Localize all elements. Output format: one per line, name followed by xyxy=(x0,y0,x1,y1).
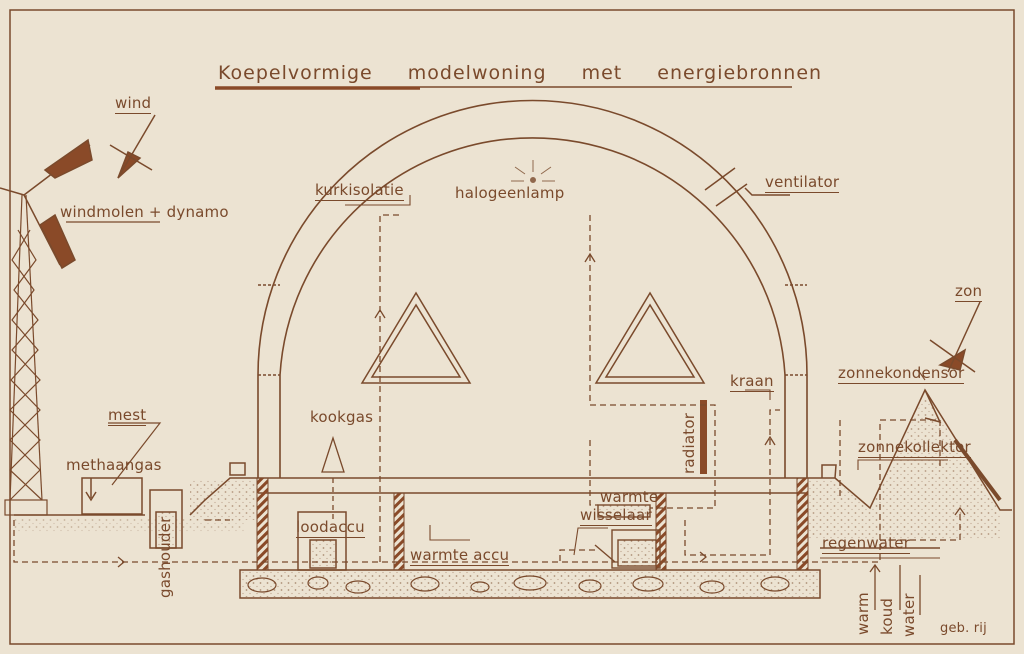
water-pipes xyxy=(869,563,921,615)
label-warmteaccu: warmte accu xyxy=(410,546,510,566)
pipe-network xyxy=(13,214,961,563)
radiator-unit xyxy=(700,400,707,474)
mest-pointer xyxy=(108,422,162,486)
label-halogeenlamp: halogeenlamp xyxy=(455,184,565,202)
signature: geb. rij xyxy=(940,621,987,636)
label-zonnekondensor: zonnekondensor xyxy=(838,364,965,384)
dome xyxy=(257,99,808,478)
flow-arrows xyxy=(117,252,966,568)
label-regenwater: regenwater xyxy=(822,534,911,554)
label-warm: warm xyxy=(854,592,872,635)
window-right xyxy=(594,291,706,384)
earth-left xyxy=(190,480,258,520)
label-kurkisolatie: kurkisolatie xyxy=(315,181,404,201)
label-methaangas: methaangas xyxy=(66,456,162,474)
sun-symbol xyxy=(929,301,981,373)
windmill-tower xyxy=(4,194,48,516)
frame-border xyxy=(9,9,1015,645)
label-loodaccu: loodaccu xyxy=(296,518,365,538)
earth-right xyxy=(807,395,1000,540)
label-kraan: kraan xyxy=(730,372,774,392)
label-water: water xyxy=(900,593,918,637)
label-radiator: radiator xyxy=(680,412,698,474)
methaan-tank xyxy=(81,477,183,549)
diagram-title: Koepelvormige modelwoning met energiebro… xyxy=(218,62,823,84)
foundation-bed xyxy=(239,569,821,599)
label-koud: koud xyxy=(878,597,896,635)
loodaccu-unit xyxy=(297,511,347,571)
label-zonnekollektor: zonnekollektor xyxy=(858,438,971,458)
earth-strip xyxy=(14,518,244,532)
leader-lines xyxy=(345,195,948,559)
ventilator-unit xyxy=(704,167,790,207)
windmill-blades xyxy=(0,138,93,270)
label-ventilator: ventilator xyxy=(765,173,840,193)
label-gashouder: gashouder xyxy=(156,516,174,598)
label-wind: wind xyxy=(115,94,152,114)
wind-symbol xyxy=(109,114,156,179)
kookgas-arrow xyxy=(321,435,345,520)
label-kookgas: kookgas xyxy=(310,408,374,426)
window-left xyxy=(360,291,472,384)
label-warmte: warmte xyxy=(600,488,659,506)
label-zon: zon xyxy=(955,282,983,302)
floor xyxy=(258,477,807,494)
halogeen-lamp xyxy=(511,160,555,183)
label-wisselaar: wisselaar xyxy=(580,506,652,526)
label-mest: mest xyxy=(108,406,147,426)
label-windmolen: windmolen + dynamo xyxy=(60,203,229,221)
